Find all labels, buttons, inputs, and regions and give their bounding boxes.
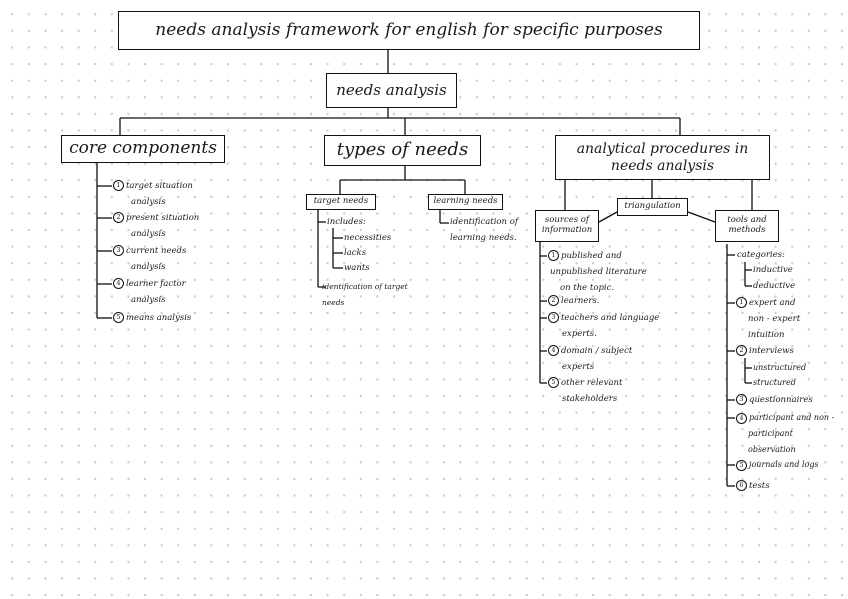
number-marker: 3 bbox=[548, 312, 559, 323]
root-node-label: needs analysis bbox=[336, 80, 447, 99]
target-subitem-necessities: necessities bbox=[344, 233, 392, 243]
tools-box: tools and methods bbox=[715, 210, 779, 242]
triangulation-box: triangulation bbox=[617, 198, 688, 216]
number-marker: 2 bbox=[113, 212, 124, 223]
category-deductive: deductive bbox=[753, 281, 796, 291]
tool-subitem-structured: structured bbox=[753, 378, 796, 387]
number-marker: 4 bbox=[548, 345, 559, 356]
branch-analytical-procedures-label: analytical procedures in needs analysis bbox=[576, 141, 749, 174]
learning-needs-label: learning needs bbox=[433, 196, 498, 207]
learning-identification: identification of learning needs. bbox=[450, 217, 518, 243]
target-needs-box: target needs bbox=[306, 194, 376, 210]
target-needs-label: target needs bbox=[313, 196, 369, 207]
target-includes-label: includes: bbox=[327, 217, 366, 227]
sources-label: sources of information bbox=[541, 215, 593, 235]
branch-core-components-label: core components bbox=[69, 138, 217, 159]
number-marker: 3 bbox=[113, 245, 124, 256]
target-subitem-wants: wants bbox=[344, 263, 370, 273]
number-marker: 4 bbox=[113, 278, 124, 289]
branch-types-of-needs-label: types of needs bbox=[336, 139, 469, 161]
root-node: needs analysis bbox=[326, 73, 457, 108]
category-inductive: inductive bbox=[753, 265, 793, 275]
tool-subitem-unstructured: unstructured bbox=[753, 363, 807, 372]
target-identification: identification of target needs bbox=[322, 282, 408, 307]
number-marker: 5 bbox=[548, 377, 559, 388]
branch-types-of-needs: types of needs bbox=[324, 135, 481, 166]
number-marker: 2 bbox=[736, 345, 747, 356]
number-marker: 2 bbox=[548, 295, 559, 306]
triangulation-label: triangulation bbox=[624, 201, 681, 212]
number-marker: 4 bbox=[736, 412, 747, 424]
learning-needs-box: learning needs bbox=[428, 194, 503, 210]
number-marker: 5 bbox=[113, 312, 124, 323]
number-marker: 3 bbox=[736, 394, 747, 405]
sources-box: sources of information bbox=[535, 210, 599, 242]
branch-analytical-procedures: analytical procedures in needs analysis bbox=[555, 135, 770, 180]
diagram-title-box: needs analysis framework for english for… bbox=[118, 11, 700, 50]
number-marker: 1 bbox=[736, 297, 747, 308]
target-subitem-lacks: lacks bbox=[344, 248, 367, 258]
number-marker: 1 bbox=[113, 180, 124, 191]
number-marker: 5 bbox=[736, 459, 747, 471]
tools-label: tools and methods bbox=[727, 215, 767, 235]
tools-categories-label: categories: bbox=[737, 250, 785, 260]
branch-core-components: core components bbox=[61, 135, 225, 163]
number-marker: 6 bbox=[736, 480, 747, 491]
diagram-title: needs analysis framework for english for… bbox=[155, 19, 663, 40]
number-marker: 1 bbox=[548, 250, 559, 261]
